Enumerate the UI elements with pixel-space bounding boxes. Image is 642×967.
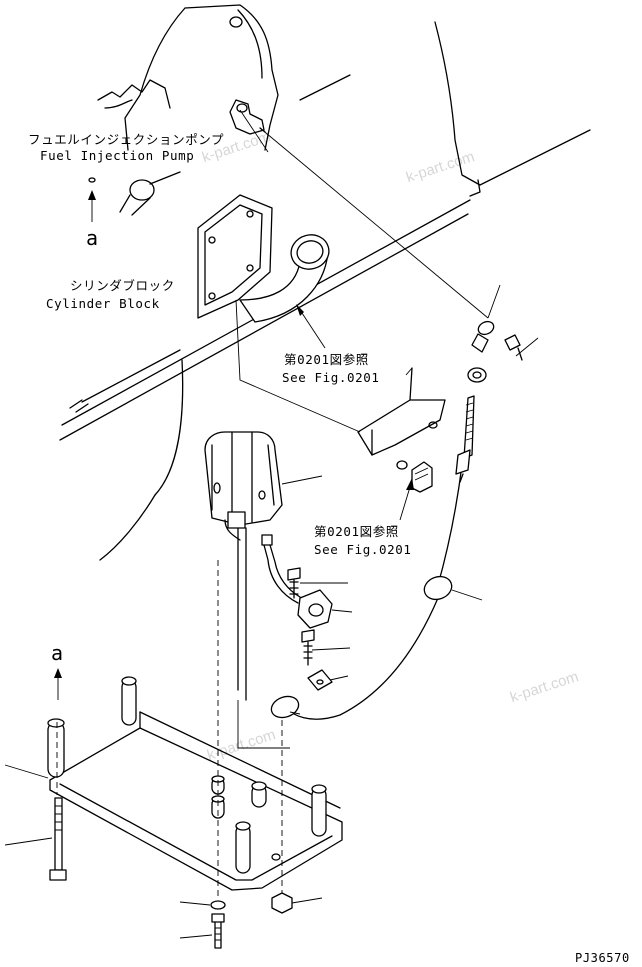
leader-lines — [4, 109, 539, 939]
fuel-pump-label-en: Fuel Injection Pump — [40, 148, 195, 163]
fuel-pump-label-jp: フュエルインジェクションポンプ — [28, 132, 225, 147]
cylinder-block-label-jp: シリンダブロック — [70, 278, 175, 293]
connector-and-bolts — [270, 567, 453, 719]
cylinder-block — [59, 194, 471, 561]
fuel-injection-pump — [97, 4, 591, 216]
drawing-number: PJ36570 — [575, 951, 630, 965]
ref-label-2-en: See Fig.0201 — [314, 542, 412, 557]
mounting-plate — [47, 299, 361, 949]
cable-end-fittings — [455, 320, 523, 483]
cylinder-block-label-en: Cylinder Block — [46, 296, 160, 311]
view-a-label-bottom: a — [51, 641, 64, 665]
ref-label-1-jp: 第0201図参照 — [284, 352, 369, 367]
cable-bracket — [357, 367, 446, 493]
fuel-filter-assembly — [204, 431, 301, 701]
view-a-label-top: a — [86, 226, 99, 250]
ref-label-2-jp: 第0201図参照 — [314, 524, 399, 539]
ref-label-1-en: See Fig.0201 — [282, 370, 380, 385]
